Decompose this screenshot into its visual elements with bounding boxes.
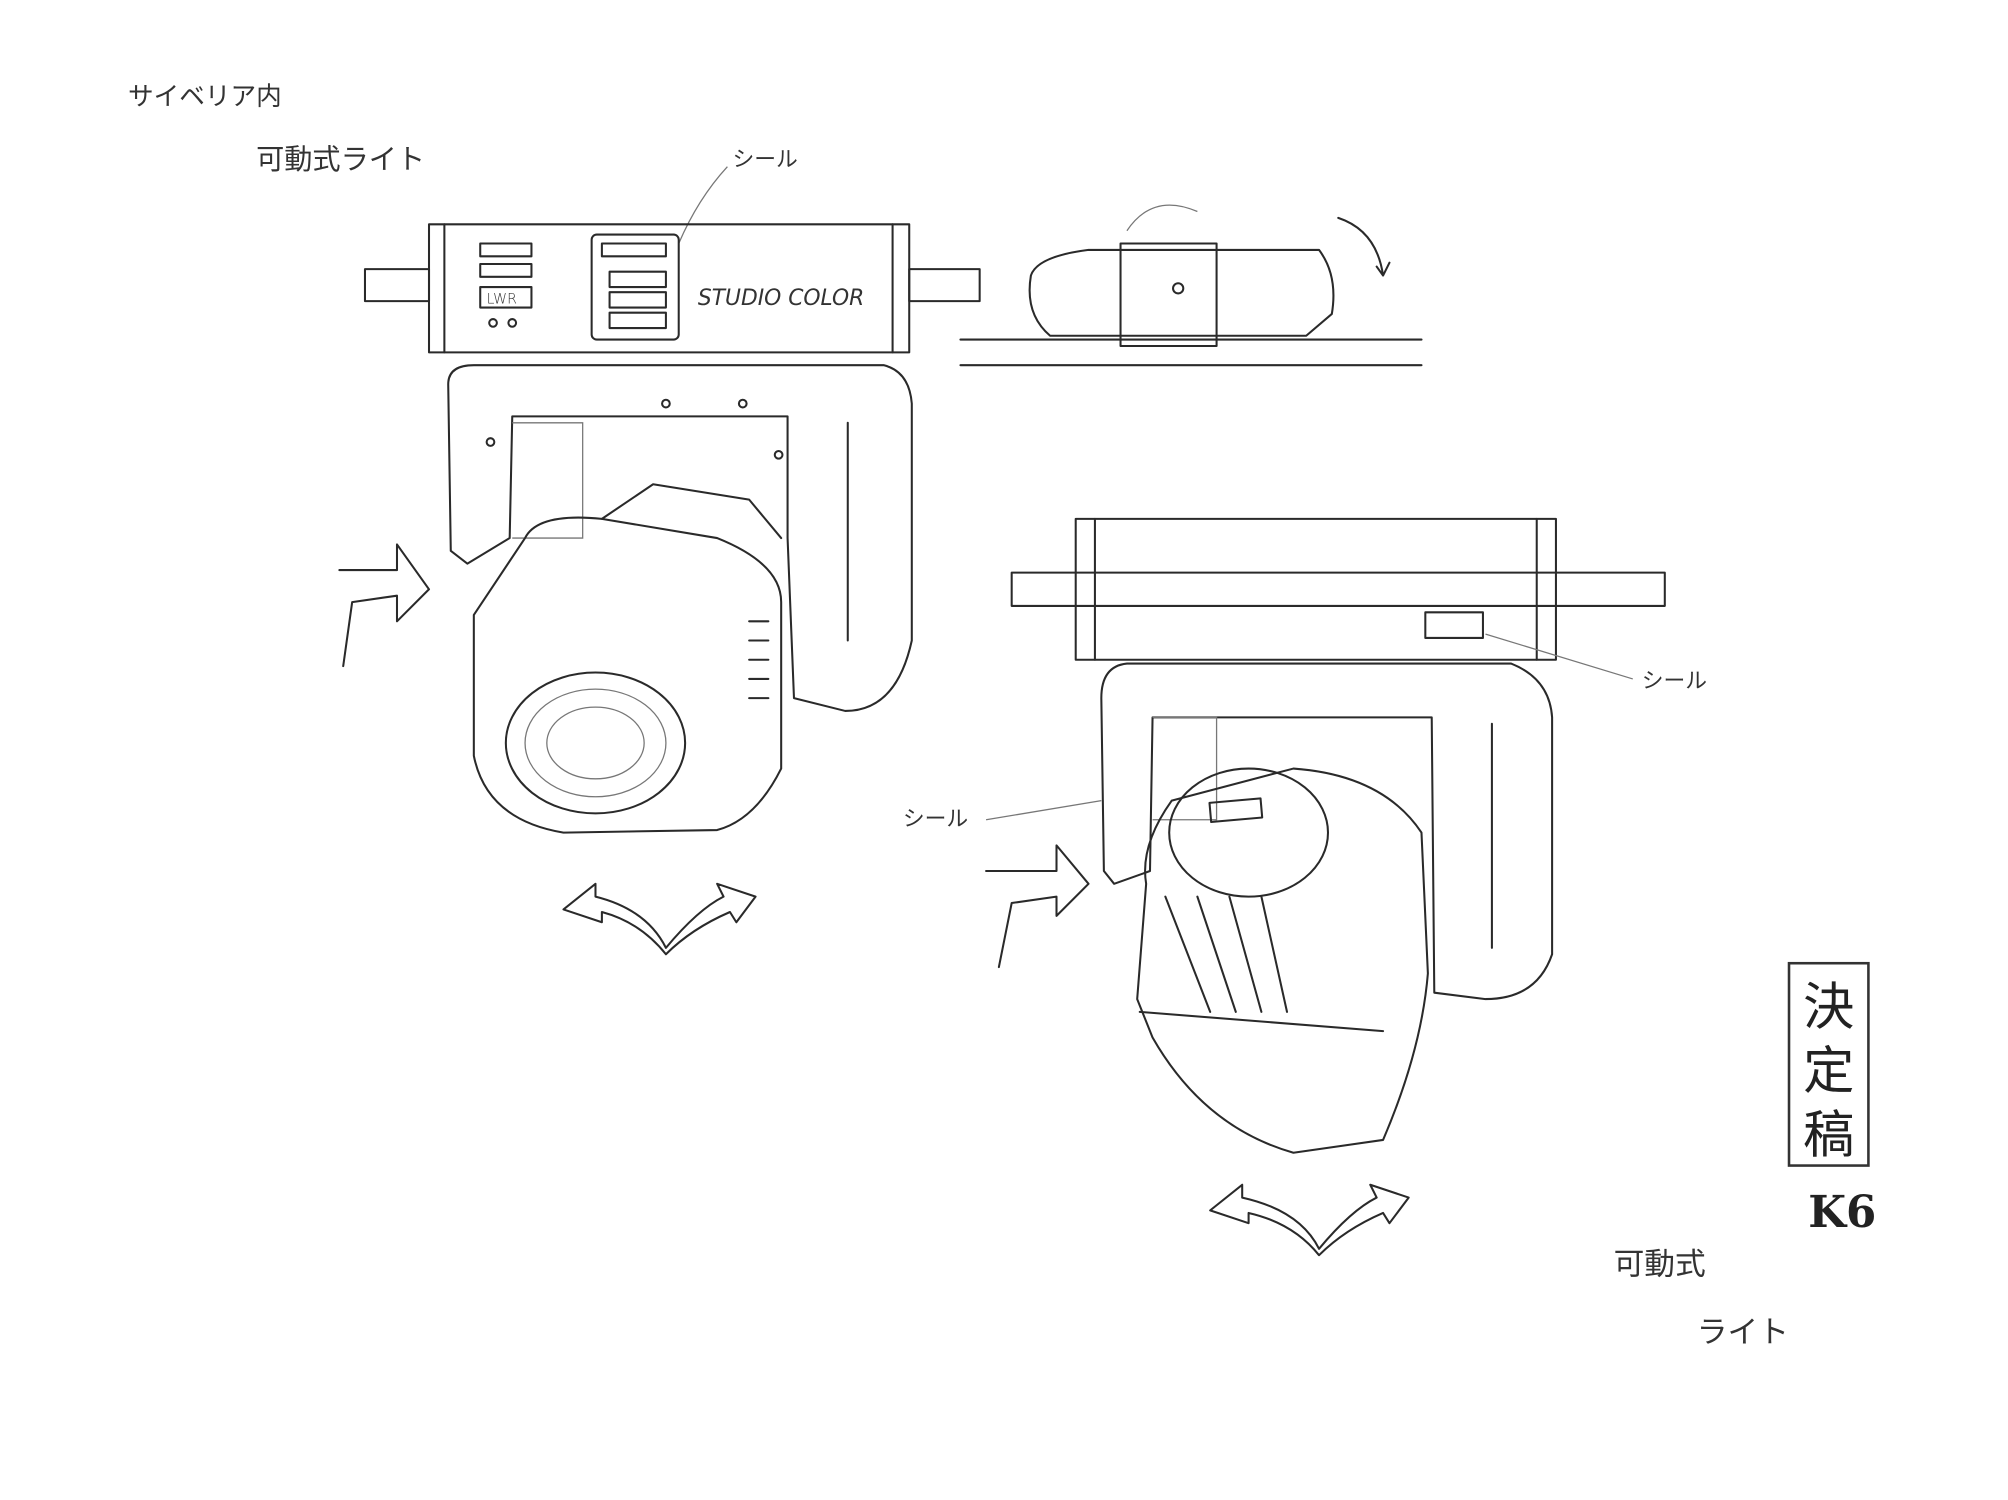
- stamp-char-1: 決: [1803, 978, 1854, 1038]
- yoke: [1100, 662, 1554, 1001]
- lens: [504, 671, 687, 815]
- mount-bracket-right: [908, 268, 981, 303]
- title-note: 可動式ライト: [256, 143, 425, 176]
- yoke: [447, 364, 913, 712]
- seal-label-top: シール: [733, 148, 798, 173]
- brand-logo: STUDIO COLOR: [698, 286, 864, 311]
- bottom-note-line2: ライト: [1697, 1314, 1789, 1350]
- approval-stamp: 決 定 稿: [1787, 961, 1870, 1167]
- base-housing: [1074, 517, 1557, 661]
- lwr-label: LWR: [487, 292, 517, 308]
- head: [1136, 767, 1429, 1154]
- left-light: LWR STUDIO COLOR: [338, 223, 981, 956]
- location-note: サイベリア内: [128, 82, 282, 112]
- seal-label-right: シール: [1642, 669, 1707, 694]
- bottom-note-line1: 可動式: [1614, 1246, 1706, 1282]
- seal-label-left: シール: [903, 807, 968, 832]
- seal-sticker: [1424, 611, 1484, 639]
- mount-rod: [1010, 571, 1666, 607]
- stamp-char-2: 定: [1803, 1042, 1854, 1102]
- head: [472, 516, 783, 834]
- side-view-light: [959, 204, 1423, 367]
- tilt-arrow-icon: [1337, 216, 1391, 277]
- rotate-arrow-icon: [562, 882, 757, 956]
- pan-arrow-icon: [338, 543, 431, 668]
- seal-leader-top: [678, 166, 728, 244]
- control-panel: [590, 233, 680, 341]
- right-light: シール シール: [903, 517, 1707, 1257]
- mount-bracket-left: [363, 268, 431, 303]
- lwr-panel: [479, 286, 533, 309]
- rotate-arrow-icon: [1209, 1183, 1410, 1257]
- sheet-code: K6: [1808, 1187, 1876, 1238]
- stamp-char-3: 稿: [1803, 1106, 1854, 1166]
- lens-cap: [1168, 767, 1330, 898]
- pan-arrow-icon: [985, 844, 1090, 969]
